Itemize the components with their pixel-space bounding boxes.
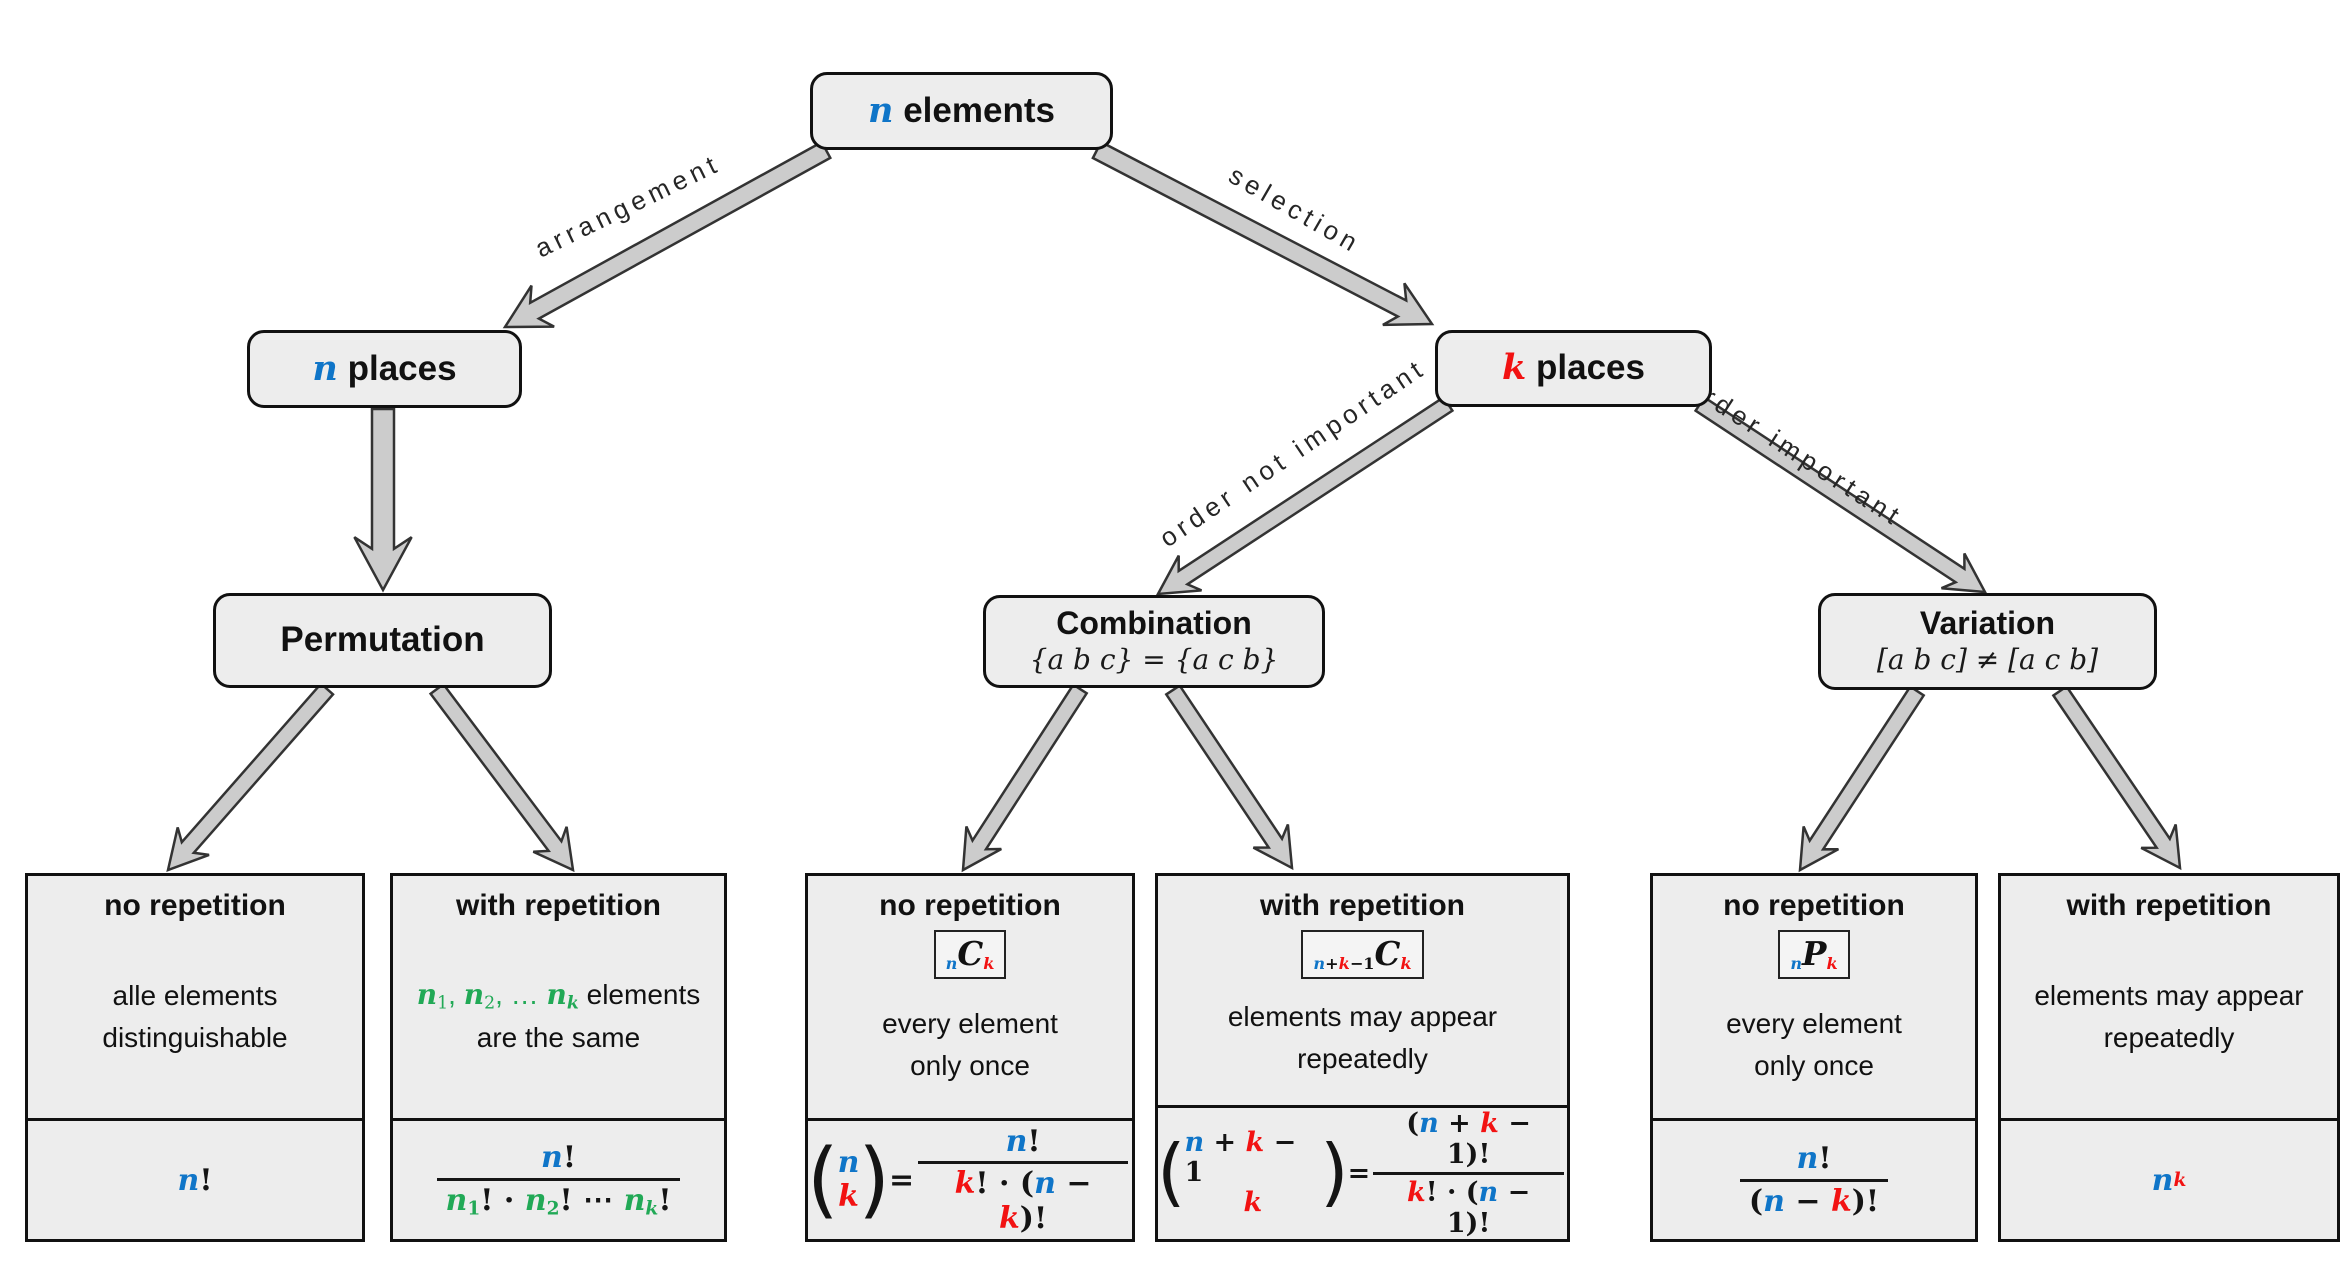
- description-line: alle elements: [112, 979, 278, 1011]
- arrow-root-to-k-places: [1091, 140, 1435, 327]
- divider: [28, 1118, 362, 1121]
- leaf-title: no repetition: [879, 889, 1061, 922]
- divider: [1158, 1104, 1567, 1108]
- description-line: distinguishable: [102, 1021, 288, 1053]
- divider: [393, 1118, 724, 1121]
- description-line: elements may appear: [2034, 979, 2304, 1011]
- leaf-formula: n!n1! · n2! ⋯ nk!: [393, 1121, 724, 1239]
- leaf-permutation-no-repetition: no repetition alle elements distinguishab…: [25, 873, 365, 1242]
- description-line: elements may appear: [1227, 1001, 1498, 1033]
- description-line: repeatedly: [2103, 1021, 2235, 1053]
- leaf-title: with repetition: [1260, 889, 1465, 922]
- node-subtitle: [a b c] ≠ [a c b]: [1876, 643, 2099, 677]
- node-title: Combination: [1056, 604, 1252, 641]
- arrow-k-places-to-combination: [1155, 395, 1455, 596]
- leaf-formula: n!: [177, 1162, 213, 1198]
- leaf-description: every element only once: [1726, 979, 1902, 1118]
- description-line: every element: [1726, 1007, 1902, 1039]
- leaf-formula: n!(n − k)!: [1653, 1121, 1975, 1239]
- formula-badge: nCk: [933, 930, 1007, 980]
- description-line: are the same: [476, 1021, 641, 1053]
- description-line: only once: [910, 1049, 1030, 1081]
- node-permutation: Permutation: [213, 593, 552, 688]
- description-line: repeatedly: [1297, 1043, 1428, 1075]
- leaf-title: no repetition: [104, 889, 286, 922]
- divider: [1653, 1118, 1975, 1121]
- node-title: n elements: [868, 89, 1055, 131]
- leaf-variation-with-repetition: with repetition elements may appear repea…: [1998, 873, 2340, 1242]
- leaf-title: no repetition: [1723, 889, 1905, 922]
- leaf-description: every element only once: [882, 979, 1058, 1118]
- description-line: only once: [1754, 1049, 1874, 1081]
- node-n-places: n places: [247, 330, 522, 408]
- node-variation: Variation [a b c] ≠ [a c b]: [1818, 593, 2157, 690]
- arrow-permutation-to-with-rep: [428, 682, 575, 873]
- node-title: k places: [1502, 347, 1645, 389]
- leaf-variation-no-repetition: no repetition nPk every element only once…: [1650, 873, 1978, 1242]
- arrow-n-places-to-permutation: [353, 407, 413, 593]
- leaf-title: with repetition: [2066, 889, 2272, 922]
- leaf-description: alle elements distinguishable: [102, 923, 287, 1118]
- node-n-elements: n elements: [810, 72, 1113, 150]
- arrow-variation-to-no-rep: [1798, 684, 1926, 873]
- node-k-places: k places: [1435, 330, 1712, 407]
- leaf-description: elements may appear repeatedly: [1228, 979, 1497, 1104]
- divider: [2001, 1118, 2337, 1121]
- arrow-root-to-n-places: [502, 140, 832, 329]
- formula-badge: n+k−1Ck: [1301, 930, 1424, 980]
- leaf-description: n1, n2, … nk elements are the same: [417, 923, 701, 1118]
- leaf-combination-with-repetition: with repetition n+k−1Ck elements may app…: [1155, 873, 1570, 1242]
- divider: [808, 1118, 1132, 1121]
- node-combination: Combination {a b c} = {a c b}: [983, 595, 1325, 688]
- description-line: every element: [882, 1007, 1058, 1039]
- leaf-description: elements may appear repeatedly: [2034, 923, 2303, 1118]
- arrow-permutation-to-no-rep: [166, 681, 335, 872]
- description-line: n1, n2, … nk elements: [416, 978, 701, 1014]
- arrow-variation-to-with-rep: [2051, 684, 2182, 871]
- node-title: n places: [312, 347, 457, 389]
- arrow-combination-to-with-rep: [1164, 683, 1294, 871]
- leaf-combination-no-repetition: no repetition nCk every element only once…: [805, 873, 1135, 1242]
- node-title: Variation: [1919, 604, 2056, 641]
- arrow-combination-to-no-rep: [961, 682, 1089, 873]
- leaf-title: with repetition: [456, 889, 661, 922]
- formula-badge: nPk: [1778, 930, 1850, 980]
- leaf-permutation-with-repetition: with repetition n1, n2, … nk elements are…: [390, 873, 727, 1242]
- node-title: Permutation: [280, 620, 485, 660]
- node-subtitle: {a b c} = {a c b}: [1029, 643, 1279, 677]
- arrow-k-places-to-variation: [1693, 395, 1988, 594]
